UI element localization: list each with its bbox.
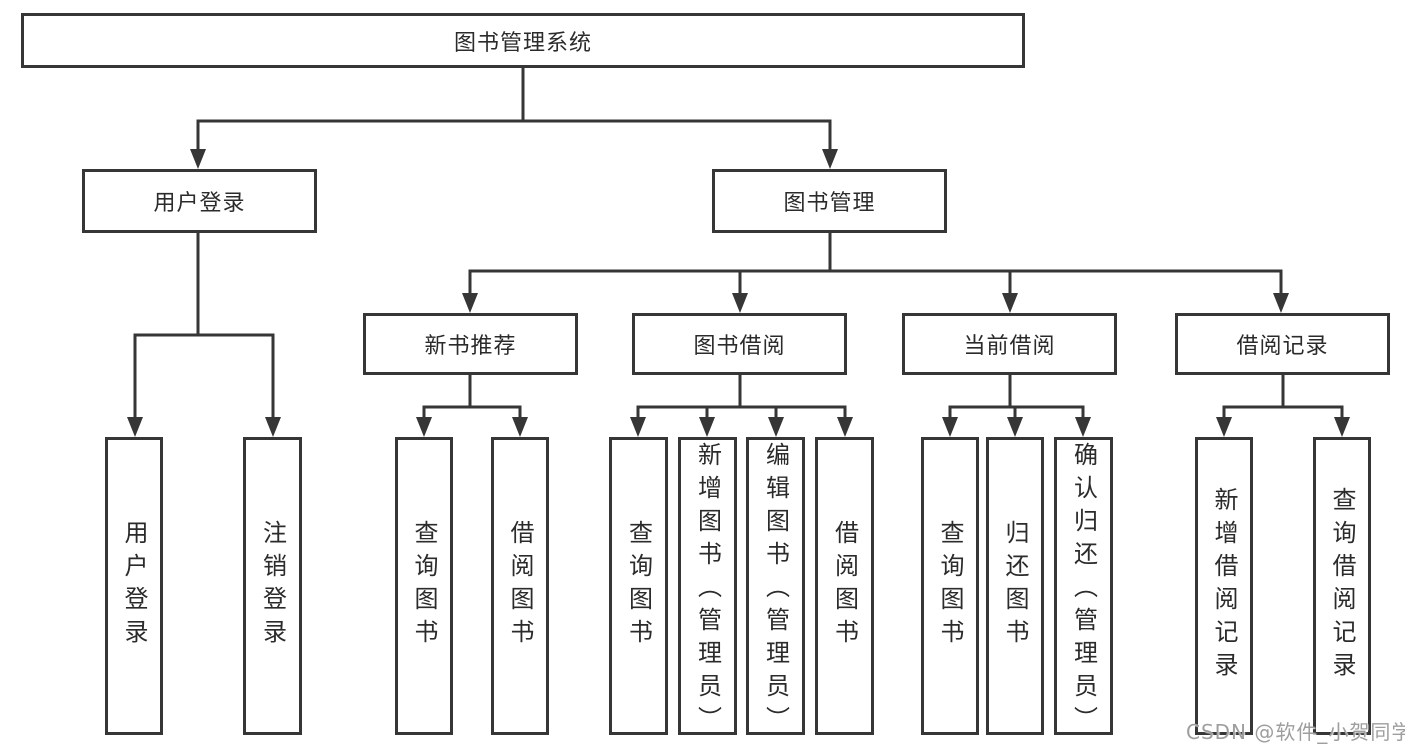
leaf-logout-login-label: 注销登录	[258, 520, 287, 652]
leaf-add-borrow-record: 新增借阅记录	[1195, 437, 1253, 735]
leaf-query-books-current: 查询图书	[921, 437, 979, 735]
node-root-label: 图书管理系统	[453, 30, 592, 56]
leaf-query-books-recommend: 查询图书	[395, 437, 453, 735]
leaf-borrow-books: 借阅图书	[815, 437, 874, 735]
node-book-management: 图书管理	[712, 169, 947, 233]
leaf-borrow-books-recommend-label: 借阅图书	[506, 520, 534, 652]
node-book-management-label: 图书管理	[783, 191, 876, 216]
node-book-borrow: 图书借阅	[632, 313, 847, 375]
leaf-add-book-admin: 新增图书（管理员）	[678, 437, 737, 739]
leaf-edit-book-admin: 编辑图书（管理员）	[746, 437, 805, 739]
leaf-edit-book-admin-label: 编辑图书（管理员）	[761, 442, 790, 739]
node-current-borrow: 当前借阅	[902, 313, 1117, 375]
node-user-login: 用户登录	[82, 169, 317, 233]
leaf-return-book-label: 归还图书	[1001, 520, 1029, 652]
leaf-return-book: 归还图书	[986, 437, 1044, 735]
leaf-borrow-books-label: 借阅图书	[830, 520, 859, 652]
node-new-book-recommend-label: 新书推荐	[424, 334, 517, 359]
node-borrow-records: 借阅记录	[1175, 313, 1390, 375]
leaf-borrow-books-recommend: 借阅图书	[491, 437, 549, 735]
leaf-query-borrow-record-label: 查询借阅记录	[1328, 487, 1356, 685]
leaf-query-books-borrow: 查询图书	[609, 437, 668, 735]
leaf-user-login: 用户登录	[105, 437, 163, 735]
csdn-watermark: CSDN @软件_小贺同学	[1186, 720, 1405, 744]
leaf-add-borrow-record-label: 新增借阅记录	[1210, 487, 1238, 685]
leaf-query-books-recommend-label: 查询图书	[410, 520, 438, 652]
node-new-book-recommend: 新书推荐	[363, 313, 578, 375]
node-current-borrow-label: 当前借阅	[963, 334, 1056, 359]
leaf-confirm-return-admin: 确认归还（管理员）	[1054, 437, 1113, 739]
leaf-query-borrow-record: 查询借阅记录	[1313, 437, 1371, 735]
node-borrow-records-label: 借阅记录	[1236, 334, 1329, 359]
node-book-borrow-label: 图书借阅	[693, 334, 786, 359]
leaf-add-book-admin-label: 新增图书（管理员）	[693, 442, 722, 739]
leaf-query-books-borrow-label: 查询图书	[624, 520, 653, 652]
leaf-query-books-current-label: 查询图书	[936, 520, 964, 652]
node-root: 图书管理系统	[21, 13, 1025, 68]
leaf-user-login-label: 用户登录	[120, 520, 148, 652]
node-user-login-label: 用户登录	[153, 191, 246, 216]
leaf-confirm-return-admin-label: 确认归还（管理员）	[1069, 442, 1098, 739]
leaf-logout-login: 注销登录	[243, 437, 302, 735]
